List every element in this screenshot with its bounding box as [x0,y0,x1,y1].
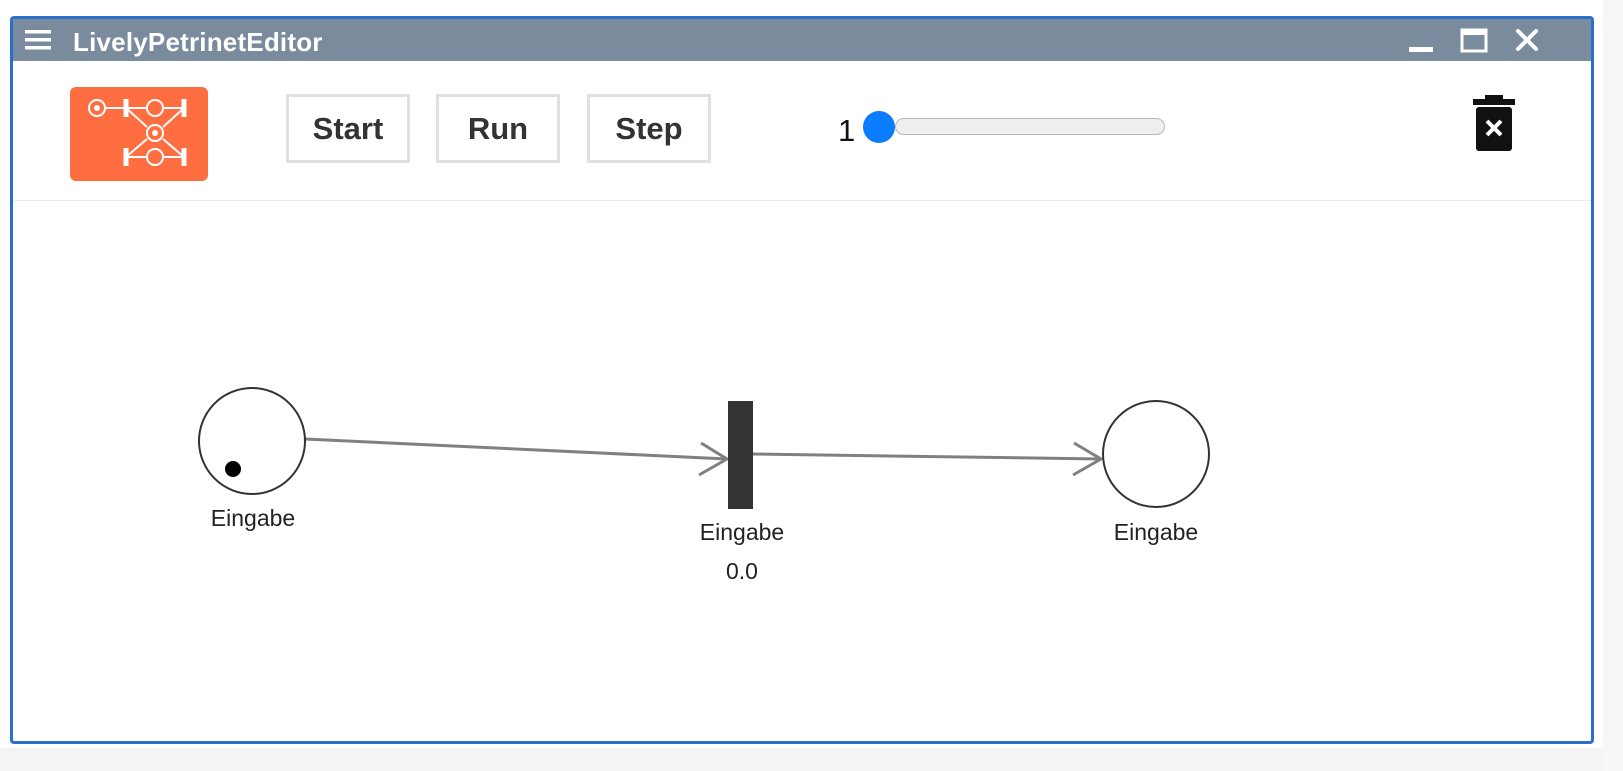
background-desktop [0,748,1623,771]
maximize-icon[interactable] [1459,27,1489,55]
transition[interactable] [728,401,753,509]
speed-slider-track[interactable] [895,118,1165,135]
transition-value: 0.0 [726,558,758,584]
petrinet-canvas[interactable]: Eingabe Eingabe 0.0 Eingabe [13,201,1591,741]
background-desktop-right [1603,0,1623,771]
petrinet-editor-window: LivelyPetrinetEditor [10,16,1594,744]
start-button[interactable]: Start [286,94,410,163]
token [225,461,241,477]
close-icon[interactable] [1512,27,1542,55]
transition-label: Eingabe [699,519,785,545]
window-titlebar[interactable]: LivelyPetrinetEditor [13,19,1591,61]
arc-place1-transition1[interactable] [304,437,730,477]
toolbar: Start Run Step 1 [13,61,1591,201]
place-input[interactable] [198,387,306,495]
petrinet-graph [198,387,1210,509]
speed-slider-thumb[interactable] [863,111,895,143]
petrinet-logo-icon[interactable] [70,87,208,181]
place-output[interactable] [1102,400,1210,508]
place-label: Eingabe [210,505,296,531]
speed-value: 1 [838,113,856,148]
step-button[interactable]: Step [587,94,711,163]
place-label: Eingabe [1113,519,1199,545]
minimize-icon[interactable] [1406,27,1436,55]
arc-transition1-place2[interactable] [752,441,1104,477]
hamburger-menu-icon[interactable] [25,29,51,51]
trash-icon[interactable] [1471,95,1517,151]
run-button[interactable]: Run [436,94,560,163]
window-title: LivelyPetrinetEditor [73,27,323,57]
